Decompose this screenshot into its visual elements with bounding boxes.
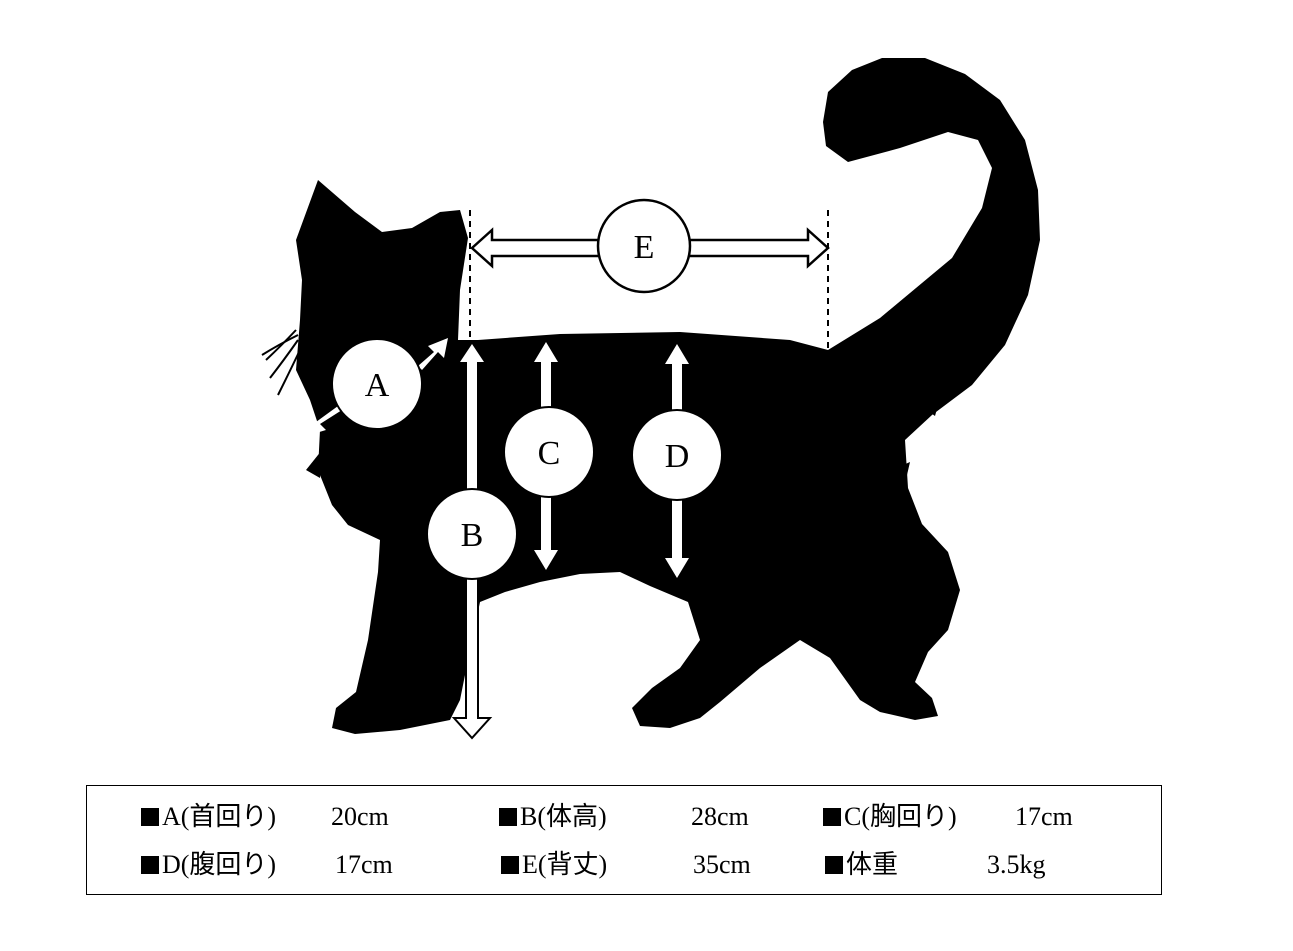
svg-text:B: B	[461, 517, 484, 554]
measurement-c: C(胸回り)	[823, 802, 957, 832]
svg-text:E: E	[634, 229, 655, 266]
d-label-circle: D	[631, 409, 723, 501]
measurement-e: E(背丈)	[501, 850, 607, 880]
black-square-icon	[501, 856, 519, 874]
black-square-icon	[141, 856, 159, 874]
black-square-icon	[825, 856, 843, 874]
measurement-label: E(背丈)	[522, 850, 608, 879]
b-arrow	[451, 344, 493, 740]
whiskers	[261, 329, 301, 396]
a-label-circle: A	[331, 338, 423, 430]
cat-measurement-diagram: E A B C D	[261, 58, 1040, 740]
measurement-c-value: 17cm	[1015, 802, 1073, 831]
b-label-circle: B	[426, 488, 518, 580]
black-square-icon	[823, 808, 841, 826]
measurement-label: D(腹回り)	[162, 850, 277, 879]
measurement-weight-value: 3.5kg	[987, 850, 1046, 879]
measurement-b-value: 28cm	[691, 802, 749, 831]
measurement-e-value: 35cm	[693, 850, 751, 879]
black-square-icon	[141, 808, 159, 826]
e-label-circle: E	[596, 198, 692, 294]
measurement-d: D(腹回り)	[141, 850, 276, 880]
c-arrow	[534, 342, 558, 570]
svg-text:D: D	[665, 438, 690, 475]
measurement-label: B(体高)	[520, 802, 607, 831]
c-label-circle: C	[503, 406, 595, 498]
measurement-label: 体重	[846, 850, 899, 879]
measurement-table: A(首回り) 20cm B(体高) 28cm C(胸回り) 17cm D(腹回り…	[86, 785, 1162, 895]
black-square-icon	[499, 808, 517, 826]
svg-text:C: C	[538, 435, 561, 472]
e-guide-lines	[469, 210, 829, 350]
measurement-d-value: 17cm	[335, 850, 393, 879]
measurement-label: A(首回り)	[162, 802, 277, 831]
measurement-b: B(体高)	[499, 802, 607, 832]
measurement-label: C(胸回り)	[844, 802, 957, 831]
measurement-a: A(首回り)	[141, 802, 276, 832]
d-arrow	[665, 344, 689, 578]
svg-text:A: A	[365, 367, 390, 404]
measurement-a-value: 20cm	[331, 802, 389, 831]
a-arrow	[306, 338, 448, 436]
measurement-weight: 体重	[825, 850, 898, 880]
